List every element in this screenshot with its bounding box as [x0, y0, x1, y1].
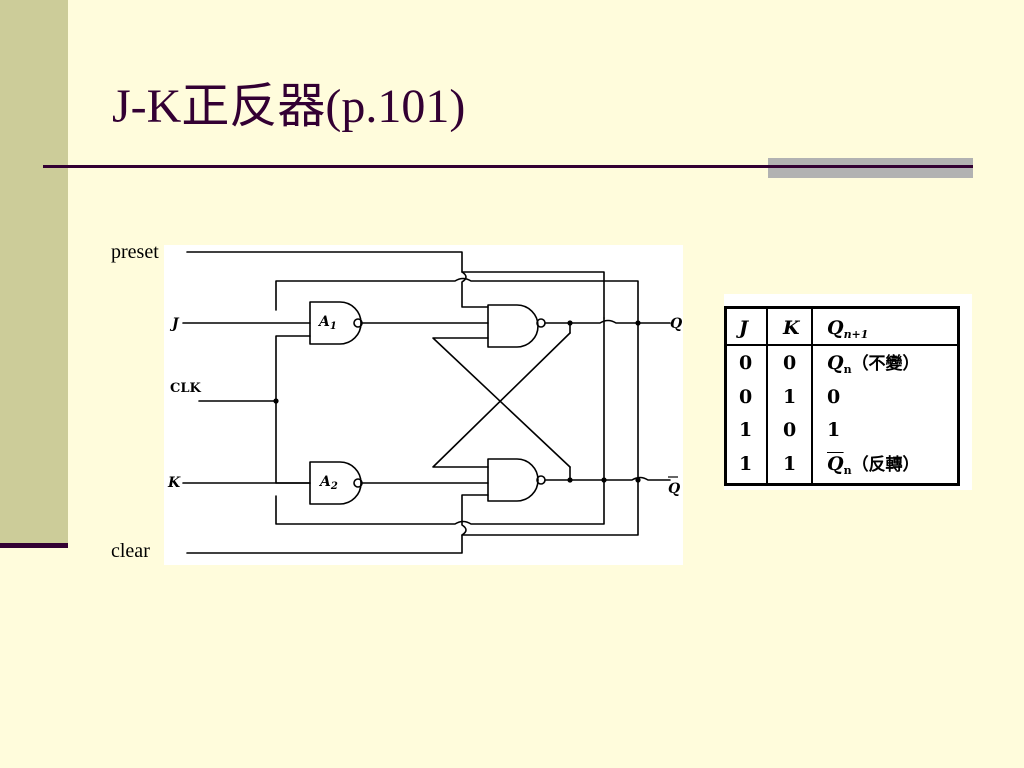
left-decor-tick	[0, 543, 68, 548]
nand-gate-bottom	[487, 458, 539, 502]
cell-qn1: 0	[827, 386, 841, 408]
q-output-wire	[544, 319, 671, 324]
circuit-diagram: J CLK K A1 A2 Q Q	[164, 245, 683, 565]
truth-table: J K Qn+1 0 0 Qn（不變） 0 1 0 1 0 1 1 1 Qn（反…	[724, 306, 960, 486]
cell-k: 1	[783, 386, 797, 408]
junction-dot	[567, 320, 573, 326]
title-rule-accent	[768, 158, 973, 178]
cell-k: 0	[783, 352, 797, 374]
cell-j: 1	[739, 453, 753, 475]
junction-dot	[635, 477, 641, 483]
q-output-label: Q	[670, 316, 682, 332]
table-row: 1 0 1	[727, 415, 957, 445]
preset-branch-wire	[461, 271, 605, 319]
cell-j: 0	[739, 352, 753, 374]
header-qn1: Qn+1	[827, 317, 869, 341]
header-j: J	[739, 317, 748, 339]
cell-j: 0	[739, 386, 753, 408]
qbar-output-wire	[544, 476, 671, 481]
header-k: K	[783, 317, 800, 339]
cell-qn1: Qn（不變）	[827, 352, 920, 376]
junction-dot	[567, 477, 573, 483]
nand-gate-top	[487, 304, 539, 348]
cross-wire-2	[432, 337, 571, 468]
table-row: 0 1 0	[727, 382, 957, 412]
title-rule	[43, 165, 973, 168]
left-decor-stripe	[0, 0, 68, 545]
cross-wire-1	[432, 332, 571, 468]
a1-label: A1	[317, 314, 337, 332]
q-feedback-a1-wire	[275, 277, 639, 322]
header-divider	[727, 344, 957, 346]
table-row: 1 1 Qn（反轉）	[727, 449, 957, 479]
table-divider	[766, 309, 768, 483]
junction-dot	[635, 320, 641, 326]
cell-k: 1	[783, 453, 797, 475]
clear-branch-wire	[461, 322, 639, 536]
cell-qn1: 1	[827, 419, 841, 441]
cell-qn1: Qn（反轉）	[827, 453, 920, 477]
table-row: 0 0 Qn（不變）	[727, 348, 957, 378]
table-divider	[811, 309, 813, 483]
title-rule-accent-line	[768, 165, 973, 168]
preset-wire	[186, 251, 489, 308]
slide-title: J-K正反器(p.101)	[112, 80, 466, 133]
junction-dot	[601, 477, 607, 483]
qbar-output-label: Q	[668, 481, 680, 497]
cell-j: 1	[739, 419, 753, 441]
clear-label: clear	[111, 540, 150, 562]
clk-label: CLK	[170, 381, 201, 396]
preset-label: preset	[111, 241, 159, 263]
truth-table-panel	[724, 294, 972, 490]
k-label: K	[167, 475, 181, 491]
table-header-row: J K Qn+1	[727, 313, 957, 343]
qbar-feedback-a2-wire	[275, 317, 605, 525]
clk-wire	[198, 335, 311, 484]
cell-k: 0	[783, 419, 797, 441]
j-label: J	[169, 316, 180, 332]
a2-label: A2	[318, 474, 338, 492]
junction-dot	[273, 398, 279, 404]
